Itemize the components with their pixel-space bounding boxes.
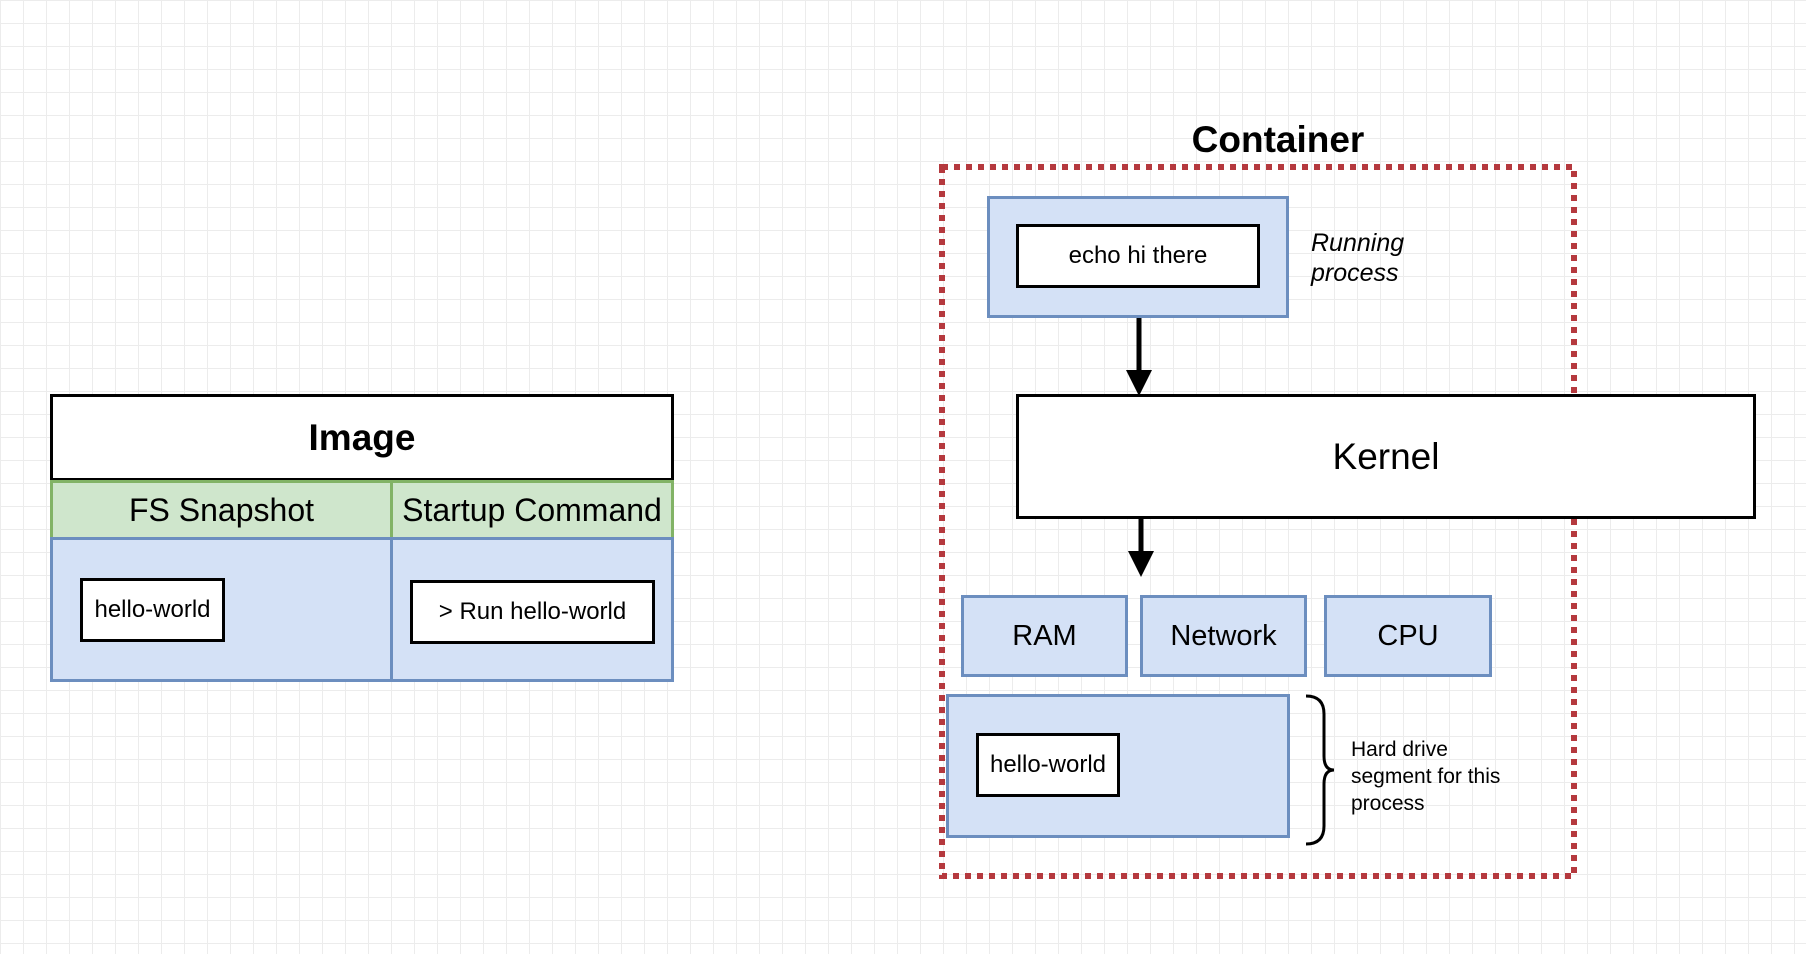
run-command-box: > Run hello-world xyxy=(410,580,655,644)
ram-box: RAM xyxy=(961,595,1128,677)
curly-brace-icon xyxy=(1305,694,1335,846)
process-command-box: echo hi there xyxy=(1016,224,1260,288)
network-label: Network xyxy=(1170,619,1277,652)
kernel-box: Kernel xyxy=(1016,394,1756,519)
image-title: Image xyxy=(308,416,416,458)
process-command-label: echo hi there xyxy=(1068,242,1208,269)
fs-snapshot-label: FS Snapshot xyxy=(129,491,314,528)
image-title-box: Image xyxy=(50,394,674,481)
kernel-label: Kernel xyxy=(1332,435,1440,477)
startup-command-header: Startup Command xyxy=(390,480,674,540)
cpu-box: CPU xyxy=(1324,595,1492,677)
drive-hello-world-box: hello-world xyxy=(976,733,1120,797)
fs-hello-world-label: hello-world xyxy=(94,596,211,623)
ram-label: RAM xyxy=(1012,619,1077,652)
process-to-kernel-arrow xyxy=(1126,318,1152,396)
running-process-note: Running process xyxy=(1311,229,1405,287)
hard-drive-note: Hard drive segment for this process xyxy=(1351,738,1501,815)
run-command-label: > Run hello-world xyxy=(438,598,627,625)
network-box: Network xyxy=(1140,595,1307,677)
drive-hello-world-label: hello-world xyxy=(989,751,1107,778)
cpu-label: CPU xyxy=(1377,619,1439,652)
kernel-to-resources-arrow xyxy=(1128,519,1154,577)
startup-command-label: Startup Command xyxy=(402,491,662,528)
container-title: Container xyxy=(1191,119,1365,160)
fs-hello-world-box: hello-world xyxy=(80,578,225,642)
